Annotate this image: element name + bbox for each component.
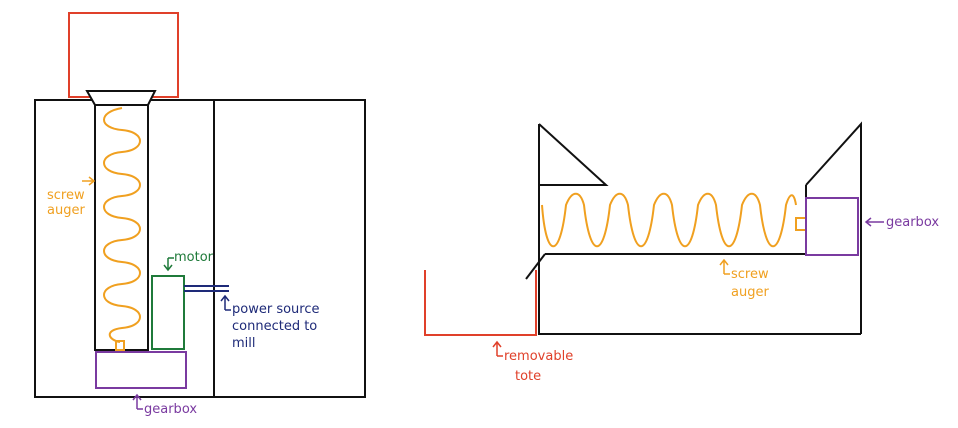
left-diagram: screw auger motor power source connected… xyxy=(34,12,366,417)
right-auger-coupling xyxy=(795,217,807,231)
left-power-label-2: connected to xyxy=(232,319,317,334)
left-hopper-box xyxy=(68,12,179,98)
right-tote-label-2: tote xyxy=(515,369,541,384)
right-lower-body xyxy=(538,254,861,335)
left-gearbox-label: gearbox xyxy=(144,402,197,417)
left-gearbox xyxy=(95,351,187,389)
left-gearbox-arrow xyxy=(132,393,143,410)
left-housing xyxy=(34,99,366,398)
left-screw-auger-arrow xyxy=(82,176,96,186)
left-auger-coil xyxy=(103,107,141,343)
left-motor-arrow xyxy=(163,257,174,272)
right-right-slope xyxy=(805,121,862,334)
left-funnel xyxy=(85,90,157,106)
left-screw-auger-label-2: auger xyxy=(47,203,85,218)
left-power-label-1: power source xyxy=(232,302,319,317)
right-tote-arrow xyxy=(492,340,503,357)
left-power-arrow xyxy=(220,294,231,311)
left-screw-auger-label-1: screw xyxy=(47,188,85,203)
left-motor-label: motor xyxy=(174,250,214,265)
left-power-label-3: mill xyxy=(232,336,256,351)
right-chute xyxy=(525,253,546,280)
left-auger-coupling xyxy=(115,340,125,351)
right-auger-coil xyxy=(541,192,797,248)
left-motor xyxy=(151,275,185,350)
right-gearbox-arrow xyxy=(864,217,884,227)
right-gearbox xyxy=(805,197,859,256)
right-left-triangle xyxy=(538,123,609,186)
right-gearbox-label: gearbox xyxy=(886,215,939,230)
right-screw-auger-arrow xyxy=(719,258,730,275)
right-screw-auger-label-2: auger xyxy=(731,285,769,300)
right-screw-auger-label-1: screw xyxy=(731,267,769,282)
right-diagram: gearbox screw auger removable tote xyxy=(424,121,939,384)
right-removable-tote xyxy=(424,270,537,336)
right-tote-label-1: removable xyxy=(504,349,573,364)
